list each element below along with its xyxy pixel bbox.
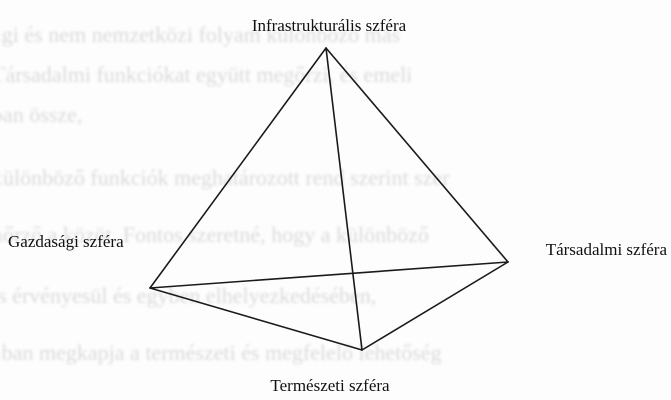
edge-apex-left <box>149 47 327 289</box>
edge-apex-bottom <box>325 47 363 351</box>
edge-apex-right <box>325 47 509 263</box>
edge-left-right <box>149 261 509 289</box>
label-social-sphere: Társadalmi szféra <box>546 240 668 259</box>
label-infrastructure-sphere: Infrastrukturális szféra <box>252 16 407 35</box>
label-natural-sphere: Természeti szféra <box>270 376 390 395</box>
label-economic-sphere: Gazdasági szféra <box>8 232 124 251</box>
edge-right-bottom <box>361 261 509 351</box>
edge-left-bottom <box>149 287 363 351</box>
